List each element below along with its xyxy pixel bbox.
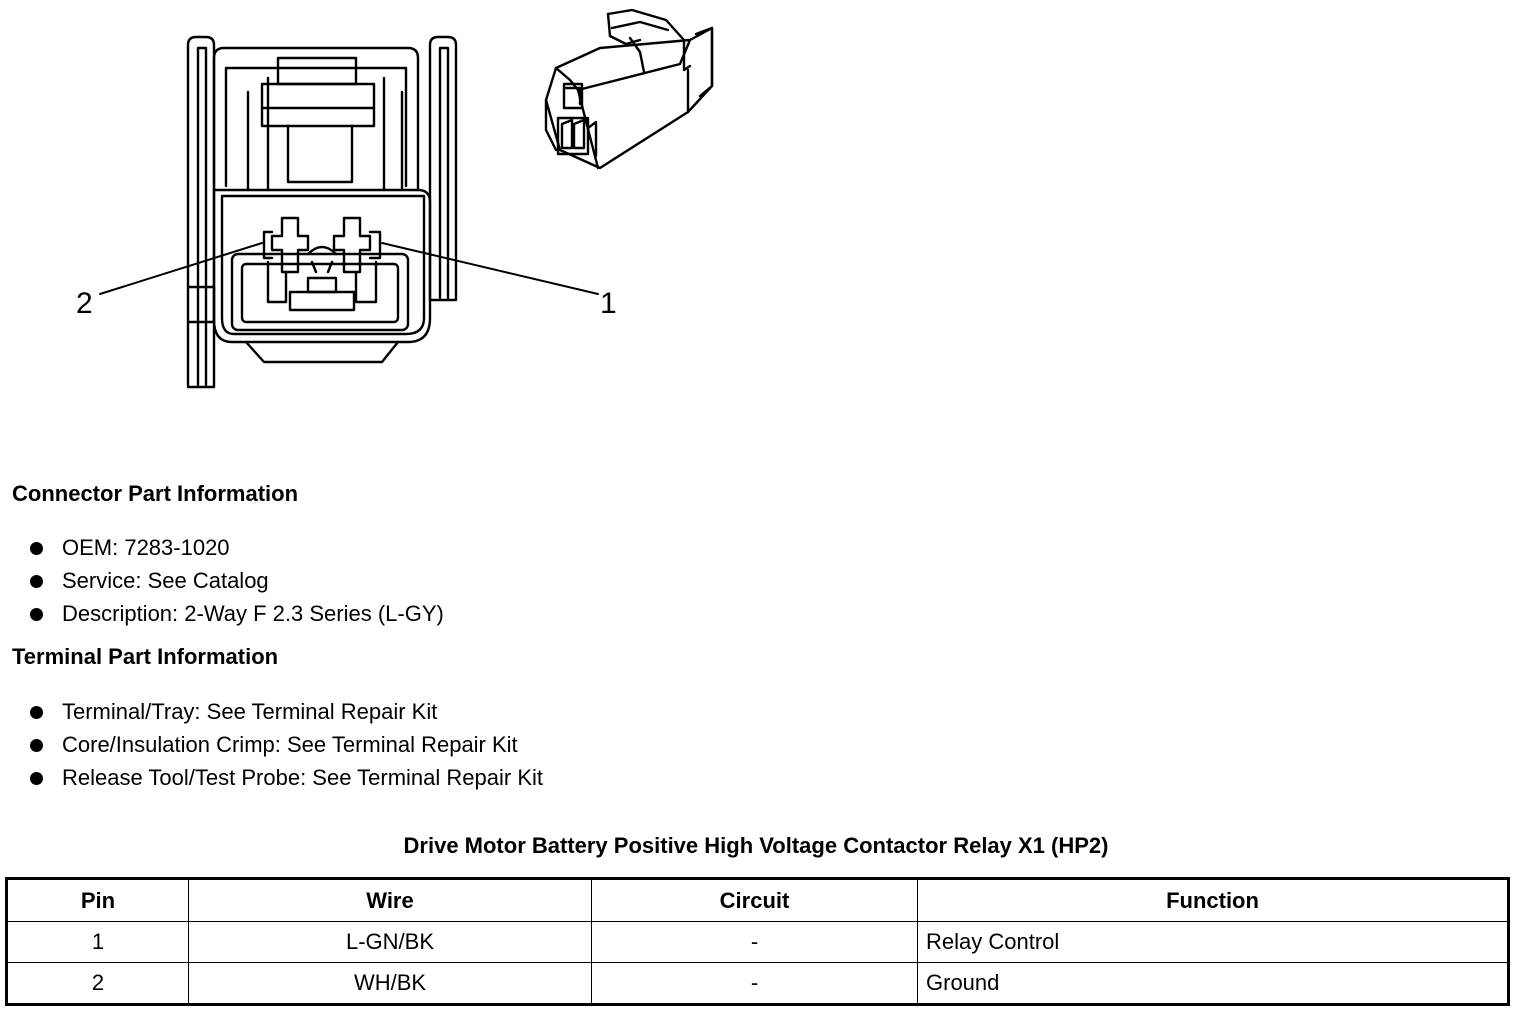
table-header-row: Pin Wire Circuit Function (6, 878, 1509, 922)
table-title: Drive Motor Battery Positive High Voltag… (403, 833, 1109, 858)
list-item: Terminal/Tray: See Terminal Repair Kit (28, 700, 543, 733)
list-item-text: OEM: 7283-1020 (62, 535, 230, 560)
table-row: 2 WH/BK - Ground (6, 962, 1509, 1005)
terminal-info-heading: Terminal Part Information (12, 644, 279, 669)
list-item: OEM: 7283-1020 (28, 536, 444, 569)
cell-circuit: - (591, 962, 918, 1005)
pinout-table: Pin Wire Circuit Function 1 L-GN/BK - Re… (5, 877, 1510, 1006)
cell-wire: L-GN/BK (188, 921, 592, 963)
list-item: Service: See Catalog (28, 569, 444, 602)
list-item-text: Release Tool/Test Probe: See Terminal Re… (62, 765, 543, 790)
cell-wire: WH/BK (188, 962, 592, 1005)
callout-label-pin-1: 1 (600, 287, 617, 320)
cell-function: Relay Control (917, 921, 1509, 963)
header-wire: Wire (188, 878, 592, 922)
list-item: Release Tool/Test Probe: See Terminal Re… (28, 766, 543, 799)
connector-illustration: 2 1 (76, 8, 714, 389)
table-row: 1 L-GN/BK - Relay Control (6, 921, 1509, 963)
list-item: Core/Insulation Crimp: See Terminal Repa… (28, 733, 543, 766)
bullet-icon (30, 706, 43, 719)
list-item: Description: 2-Way F 2.3 Series (L-GY) (28, 602, 444, 635)
connector-3d-view (544, 8, 714, 170)
list-item-text: Core/Insulation Crimp: See Terminal Repa… (62, 732, 518, 757)
cell-function: Ground (917, 962, 1509, 1005)
terminal-info-list: Terminal/Tray: See Terminal Repair Kit C… (28, 700, 543, 799)
bullet-icon (30, 772, 43, 785)
callout-label-pin-2: 2 (76, 287, 93, 320)
connector-info-list: OEM: 7283-1020 Service: See Catalog Desc… (28, 536, 444, 635)
header-function: Function (917, 878, 1509, 922)
list-item-text: Service: See Catalog (62, 568, 269, 593)
list-item-text: Description: 2-Way F 2.3 Series (L-GY) (62, 601, 444, 626)
connector-face-view (99, 35, 599, 389)
bullet-icon (30, 608, 43, 621)
cell-pin: 1 (6, 921, 189, 963)
header-pin: Pin (6, 878, 189, 922)
bullet-icon (30, 575, 43, 588)
header-circuit: Circuit (591, 878, 918, 922)
cell-pin: 2 (6, 962, 189, 1005)
bullet-icon (30, 542, 43, 555)
cell-circuit: - (591, 921, 918, 963)
bullet-icon (30, 739, 43, 752)
list-item-text: Terminal/Tray: See Terminal Repair Kit (62, 699, 438, 724)
connector-info-heading: Connector Part Information (12, 481, 299, 506)
